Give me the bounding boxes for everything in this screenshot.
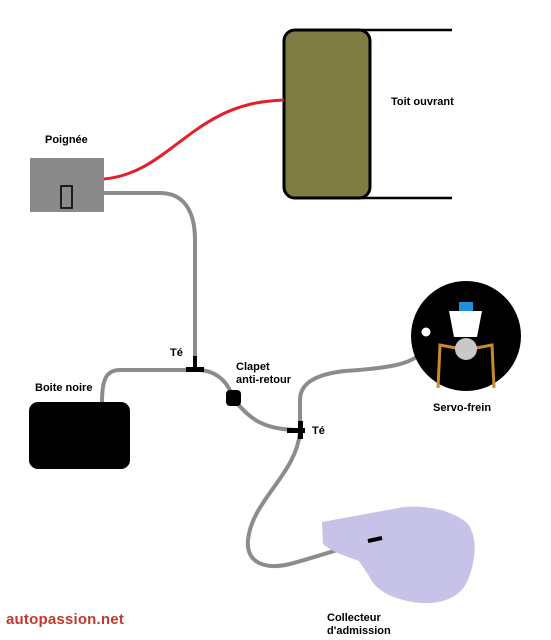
label-collecteur-line2: d'admission <box>327 625 391 637</box>
tee-right-stem <box>298 421 303 439</box>
master-cylinder-reservoir <box>449 311 482 337</box>
tee-right-bar <box>287 428 305 433</box>
label-clapet-line2: anti-retour <box>236 374 291 386</box>
handle <box>30 158 104 212</box>
label-boite-noire: Boite noire <box>35 382 93 394</box>
electric-wire <box>103 98 285 181</box>
label-collecteur: Collecteur d'admission <box>327 612 391 638</box>
tee-right <box>287 421 305 439</box>
tee-top-bar <box>186 367 204 372</box>
reservoir-cap <box>459 302 473 311</box>
master-cylinder <box>455 338 477 360</box>
tee-top <box>186 356 204 372</box>
hose-tee-to-servo <box>298 332 426 430</box>
brake-servo <box>411 281 521 391</box>
label-poignee: Poignée <box>45 134 88 146</box>
manifold-nipple <box>367 536 383 543</box>
label-toit-ouvrant: Toit ouvrant <box>391 96 454 108</box>
handle-body <box>30 158 104 212</box>
servo-right-leg <box>475 343 496 389</box>
tee-top-stem <box>193 356 197 369</box>
servo-left-leg <box>436 343 457 389</box>
label-te-right: Té <box>312 425 325 437</box>
watermark: autopassion.net <box>6 611 125 628</box>
servo-vacuum-port <box>421 327 431 337</box>
intake-manifold <box>322 506 475 604</box>
hose-check-valve-to-tee <box>234 400 302 432</box>
sunroof <box>282 28 452 200</box>
check-valve <box>226 390 241 406</box>
sunroof-panel <box>282 28 372 200</box>
label-te-top: Té <box>170 347 183 359</box>
black-box <box>29 402 130 469</box>
handle-switch-icon <box>60 185 73 209</box>
label-servo-frein: Servo-frein <box>433 402 492 414</box>
hose-tee-to-manifold <box>245 430 374 569</box>
label-clapet: Clapet anti-retour <box>236 361 291 387</box>
label-collecteur-line1: Collecteur <box>327 612 381 624</box>
hose-tee-to-black-box <box>100 368 195 404</box>
label-clapet-line1: Clapet <box>236 361 270 373</box>
hose-handle-to-tee <box>102 191 197 369</box>
